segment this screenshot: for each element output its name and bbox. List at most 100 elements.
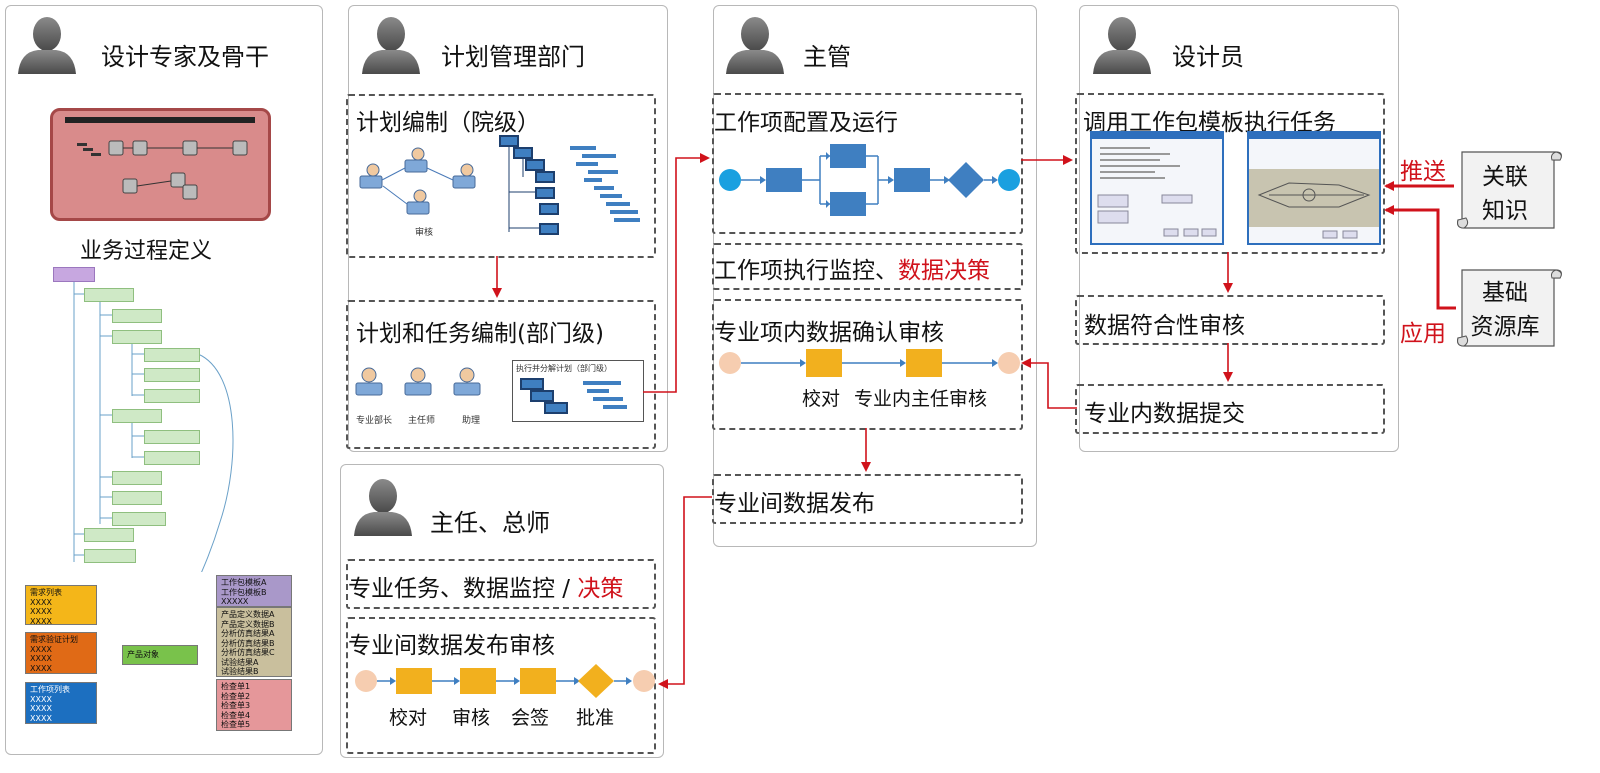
submit-title: 专业内数据提交 [1084, 401, 1245, 427]
person-icon-designer [1093, 17, 1151, 74]
pkg-template-item: XXXXX [221, 597, 249, 606]
check-sheet-item: 检查单4 [221, 710, 251, 720]
plan-dept-title: 计划和任务编制(部门级) [356, 321, 604, 347]
process-model-image [50, 108, 271, 221]
product-data-item: 分析仿真结果B [221, 638, 275, 648]
role-title-designer: 设计员 [1172, 43, 1244, 71]
cad-window-screenshot [1247, 131, 1381, 245]
invoke-box [1075, 93, 1385, 254]
check-sheet-item: 检查单3 [221, 701, 251, 710]
product-data-item: 产品定义数据B [221, 619, 275, 629]
monitor-box [712, 243, 1023, 290]
work-item-entry: XXXX [30, 713, 52, 723]
role-title-supervisor: 主管 [803, 43, 851, 71]
role-title-planning: 计划管理部门 [441, 43, 585, 71]
audit-small-label: 审核 [415, 228, 434, 238]
related-knowledge-label: 关联 知识 [1465, 160, 1545, 228]
pkg-template-item: 工作包模板A [221, 578, 267, 587]
check-sheet-box: 检查单1 检查单2 检查单3 检查单4 检查单5 [216, 679, 292, 731]
req-list-item: XXXX [30, 607, 52, 616]
product-object-box: 产品对象 [122, 645, 198, 665]
intra-review-label: 专业内主任审核 [854, 388, 988, 410]
config-run-box [712, 93, 1023, 234]
person-icon-director [354, 479, 412, 536]
arrow-dept-to-config [643, 153, 710, 393]
template-window-screenshot [1090, 131, 1224, 245]
related-knowledge-line: 关联 [1482, 164, 1528, 190]
pkg-template-item: 工作包模板B [221, 587, 267, 597]
product-data-box: 产品定义数据A 产品定义数据B 分析仿真结果A 分析仿真结果B 分析仿真结果C … [216, 607, 292, 677]
work-item-entry: XXXX [30, 694, 52, 704]
director-monitor-box [346, 559, 656, 609]
work-item-box: 工作项列表 XXXX XXXX XXXX [25, 682, 97, 724]
arrow-submit-to-confirm [1021, 358, 1077, 409]
check-sheet-item: 检查单5 [221, 720, 251, 729]
related-knowledge-line: 知识 [1482, 198, 1528, 224]
workflow-diagram [719, 144, 1020, 216]
plan-gantt-tree [499, 135, 640, 235]
push-label: 推送 [1400, 159, 1446, 185]
arrow-library-apply [1384, 205, 1456, 310]
confirm-flow [719, 349, 1020, 377]
director-monitor-text: 专业任务、数据监控 / [348, 576, 578, 602]
director-step-label: 审核 [452, 707, 491, 729]
base-library-line: 资源库 [1470, 314, 1540, 340]
role-small-label-assistant: 助理 [462, 416, 481, 426]
director-step-label: 会签 [511, 707, 550, 729]
submit-box [1075, 384, 1385, 434]
director-monitor-title: 专业任务、数据监控 / 决策 [348, 569, 623, 603]
compliance-title: 数据符合性审核 [1084, 313, 1245, 339]
pkg-template-box: 工作包模板A 工作包模板B XXXXX [216, 575, 292, 607]
product-data-item: 试验结果B [221, 667, 259, 676]
proofread-label: 校对 [802, 388, 841, 410]
monitor-red-text: 数据决策 [898, 258, 990, 284]
person-icon-supervisor [726, 17, 784, 74]
base-library-scroll [1457, 269, 1562, 347]
plan-network-figure [359, 147, 476, 215]
req-verify-item: XXXX [30, 654, 52, 663]
process-definition-label: 业务过程定义 [80, 239, 213, 264]
base-library-line: 基础 [1482, 280, 1528, 306]
work-item-title: 工作项列表 [30, 685, 70, 694]
req-verify-box: 需求验证计划 XXXX XXXX XXXX [25, 632, 97, 674]
director-review-box [346, 617, 656, 754]
req-list-item: XXXX [30, 616, 52, 625]
exec-plan-card: 执行并分解计划（部门级） [512, 360, 644, 422]
release-title: 专业间数据发布 [714, 491, 875, 517]
plan-institute-title: 计划编制（院级） [356, 110, 540, 136]
person-icon-planning [362, 17, 420, 74]
monitor-text: 工作项执行监控、 [714, 258, 898, 284]
req-verify-item: XXXX [30, 644, 52, 654]
product-data-item: 产品定义数据A [221, 610, 275, 619]
exec-plan-title: 执行并分解计划（部门级） [516, 364, 612, 373]
product-data-item: 分析仿真结果A [221, 629, 275, 638]
person-icon-experts [18, 17, 76, 74]
director-step-label: 校对 [389, 707, 428, 729]
confirm-title: 专业项内数据确认审核 [714, 320, 944, 346]
product-data-item: 分析仿真结果C [221, 648, 275, 657]
check-sheet-item: 检查单2 [221, 691, 251, 701]
apply-label: 应用 [1400, 321, 1446, 347]
role-small-label-minister: 专业部长 [356, 416, 393, 426]
req-verify-title: 需求验证计划 [30, 635, 78, 644]
role-small-label-chief: 主任师 [408, 416, 436, 426]
supervisor-panel [713, 5, 1037, 547]
req-list-item: XXXX [30, 597, 52, 607]
req-list-box: 需求列表 XXXX XXXX XXXX [25, 585, 97, 625]
compliance-box [1075, 295, 1385, 345]
plan-institute-box [346, 94, 656, 258]
work-item-entry: XXXX [30, 704, 52, 713]
related-knowledge-scroll [1457, 151, 1562, 229]
role-title-director: 主任、总师 [430, 509, 550, 537]
base-library-label: 基础 资源库 [1465, 276, 1545, 344]
release-box [712, 474, 1023, 524]
arrow-release-to-review [658, 496, 712, 689]
monitor-title: 工作项执行监控、数据决策 [714, 251, 990, 285]
config-run-title: 工作项配置及运行 [714, 110, 898, 136]
director-review-title: 专业间数据发布审核 [348, 633, 555, 659]
director-step-label: 批准 [576, 707, 615, 729]
product-object-label: 产品对象 [127, 650, 159, 659]
process-hierarchy-tree [40, 262, 270, 572]
product-data-item: 试验结果A [221, 657, 259, 667]
